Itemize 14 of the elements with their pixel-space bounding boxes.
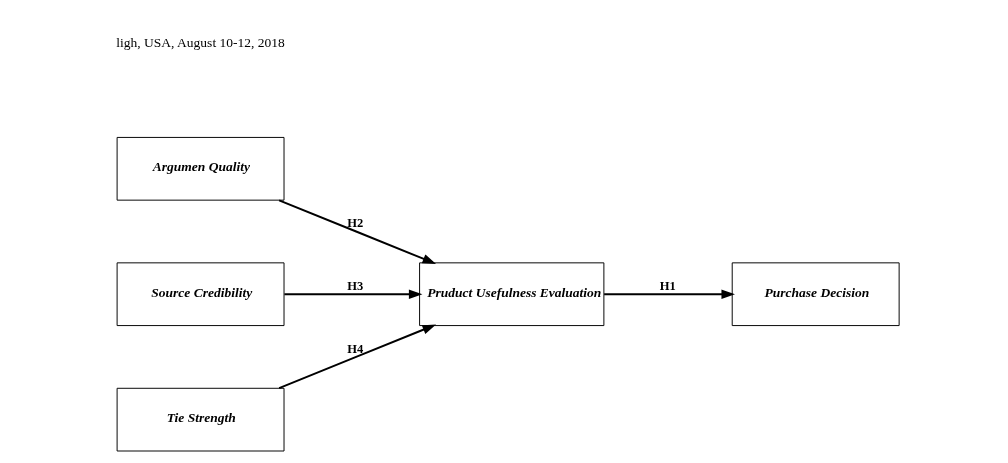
edge-label: H2 (346, 216, 363, 231)
arrow (282, 289, 422, 299)
node-box: Purchase Decision (731, 262, 900, 327)
arrow (277, 199, 436, 264)
label: ligh, USA, August 10-12, 2018 (115, 34, 285, 50)
node-box: Source Credibility (116, 262, 284, 327)
node-box: Tie Strength (116, 387, 284, 452)
node-box: Pruduct Usefulness Evaluation (418, 262, 604, 327)
edge-label: H1 (659, 278, 676, 293)
edge-label: H4 (346, 341, 363, 356)
node-box: Argumen Quality (116, 136, 284, 201)
edge-label: H3 (346, 278, 363, 293)
arrow (277, 324, 436, 390)
arrow (602, 289, 735, 299)
